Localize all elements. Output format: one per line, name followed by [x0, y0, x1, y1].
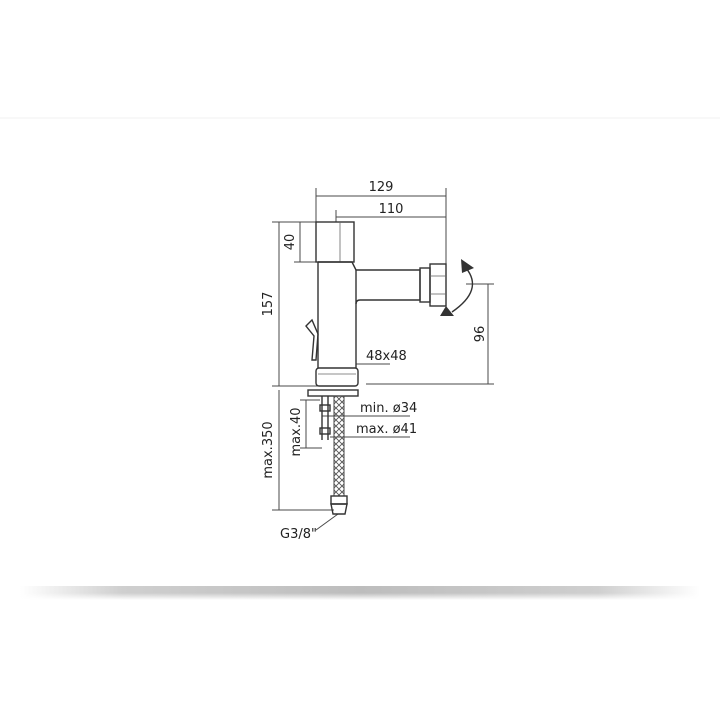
label-min-hole: min. ø34 [360, 401, 417, 416]
leader-connection [315, 513, 339, 531]
label-total-height: 157 [261, 292, 276, 317]
dimension-lines [272, 188, 494, 531]
page-frame [0, 117, 720, 600]
label-spout-height: 96 [473, 326, 488, 343]
handle-cap [315, 221, 355, 263]
label-overall-width: 129 [369, 180, 394, 195]
label-base-size: 48x48 [366, 349, 407, 364]
braided-hose [333, 395, 345, 497]
popup-lever [305, 318, 319, 361]
mounting-plate [307, 389, 359, 397]
label-handle-height: 40 [283, 234, 298, 251]
dimension-labels: 129 110 40 157 96 48x48 min. ø34 max. ø4… [261, 180, 488, 542]
under-deck-fittings [307, 389, 359, 515]
curved-double-arrow-icon [440, 259, 474, 316]
label-max-hose: max.350 [261, 421, 276, 478]
label-max-hole: max. ø41 [356, 422, 417, 437]
label-connection: G3/8" [280, 527, 317, 542]
faucet-body [305, 221, 447, 387]
label-max-thickness: max.40 [289, 408, 304, 457]
spout [355, 269, 421, 305]
label-spout-width: 110 [379, 202, 404, 217]
aerator-nozzle [419, 263, 447, 307]
hose-connector [330, 495, 348, 505]
base-plate [315, 367, 359, 387]
